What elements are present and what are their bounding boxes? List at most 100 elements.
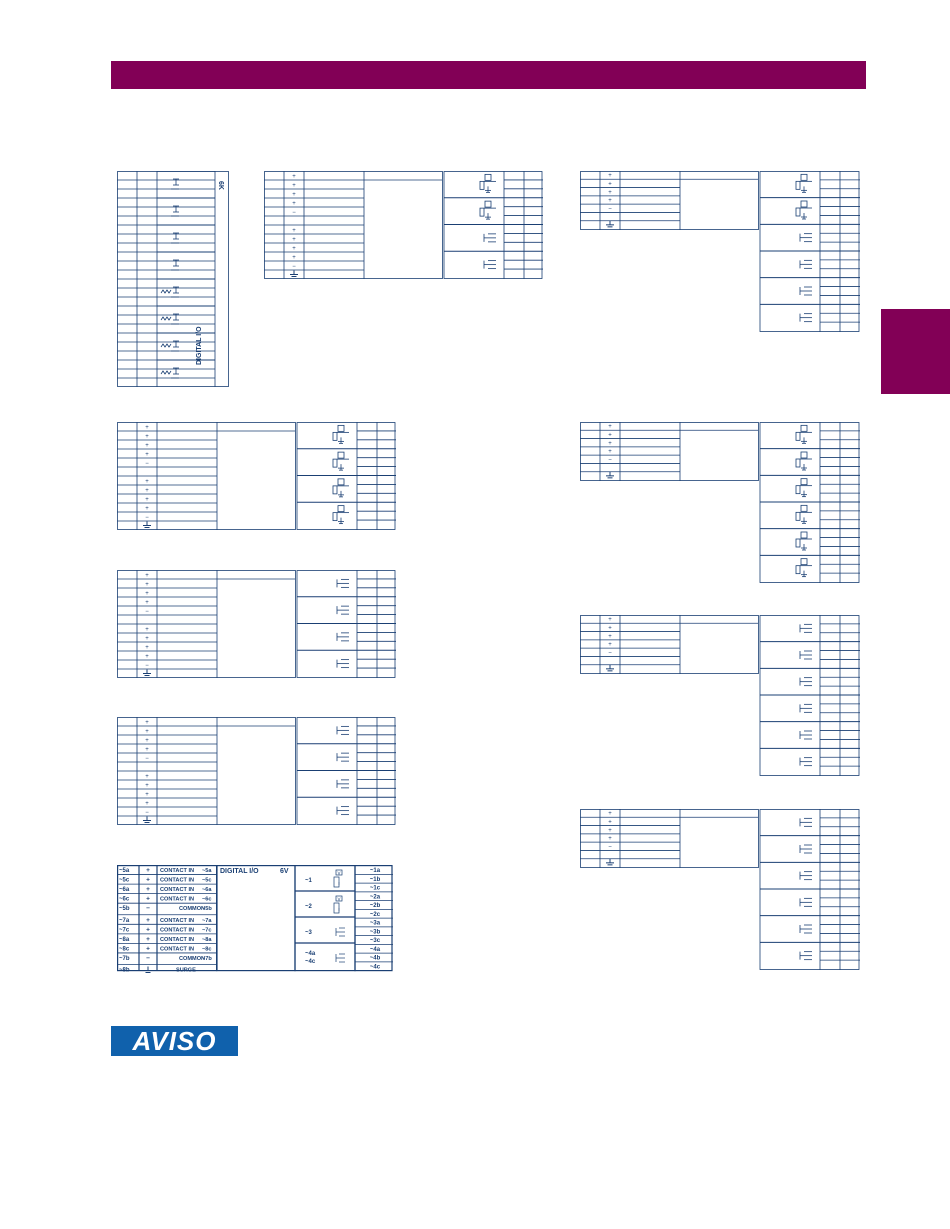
io-module-diagram: ++++−++++− <box>117 717 396 825</box>
6k-contact-symbol <box>171 232 179 244</box>
6v-polarity-sign: − <box>146 905 150 912</box>
terminal-polarity-sign: + <box>145 783 149 789</box>
module-6k-diagram: 6K DIGITAL I/O <box>117 171 229 387</box>
6v-terminal-id: ~6c <box>119 897 130 903</box>
6v-contact-label: COMMON <box>179 956 205 962</box>
relay-contact-symbol <box>799 233 812 243</box>
relay-contact-symbol <box>795 504 812 524</box>
io-module-svg: ++++−++++− <box>117 570 396 678</box>
relay-contact-symbol <box>799 951 812 961</box>
6v-terminal-id: ~8c <box>119 946 130 952</box>
6v-contact-ref: ~7b <box>202 956 212 962</box>
ground-icon <box>143 816 151 823</box>
6k-resistor-symbol <box>160 316 172 321</box>
terminal-polarity-sign: + <box>145 497 149 503</box>
terminal-polarity-sign: + <box>608 190 612 196</box>
terminal-polarity-sign: + <box>608 433 612 439</box>
terminal-polarity-sign: + <box>608 626 612 632</box>
terminal-polarity-sign: + <box>292 183 296 189</box>
terminal-polarity-sign: + <box>292 246 296 252</box>
6k-resistor-symbol <box>160 370 172 375</box>
relay-contact-symbol <box>332 451 349 471</box>
terminal-polarity-sign: + <box>145 654 149 660</box>
terminal-polarity-sign: + <box>145 738 149 744</box>
6v-polarity-sign: + <box>146 936 150 943</box>
terminal-polarity-sign: + <box>145 600 149 606</box>
6v-output-label: ~1 <box>305 878 313 884</box>
io-module-diagram: ++++− <box>580 615 860 776</box>
relay-contact-symbol <box>795 478 812 498</box>
io-module-diagram: ++++− <box>580 171 860 332</box>
terminal-polarity-sign: + <box>292 201 296 207</box>
terminal-polarity-sign: + <box>145 591 149 597</box>
relay-contact-symbol <box>483 233 496 243</box>
6v-contact-ref: ~5b <box>202 906 212 912</box>
terminal-polarity-sign: − <box>292 264 296 270</box>
6v-polarity-sign: + <box>146 945 150 952</box>
terminal-polarity-sign: + <box>292 174 296 180</box>
io-module-diagram: ++++− <box>580 809 860 970</box>
io-module-diagram: ++++−++++− <box>264 171 543 279</box>
6v-output-terminal-id: ~4c <box>370 964 381 970</box>
relay-contact-symbol <box>799 757 812 767</box>
terminal-polarity-sign: + <box>145 434 149 440</box>
6v-output-symbol <box>335 953 345 963</box>
6v-contact-label: CONTACT IN <box>160 887 194 893</box>
input-block <box>580 809 759 868</box>
6v-contact-label: CONTACT IN <box>160 868 194 874</box>
6v-contact-label: COMMON <box>179 906 205 912</box>
6v-voltage-monitor-label: V <box>337 871 340 876</box>
6v-polarity-sign: − <box>146 955 150 962</box>
6v-polarity-sign: + <box>146 926 150 933</box>
6v-output-terminal-id: ~1c <box>370 886 381 892</box>
6v-contact-label: CONTACT IN <box>160 946 194 952</box>
relay-contact-symbol <box>795 424 812 444</box>
io-module-svg: ++++−++++− <box>117 717 396 825</box>
terminal-polarity-sign: + <box>145 488 149 494</box>
relay-contact-symbol <box>336 632 349 642</box>
6v-polarity-sign: + <box>146 917 150 924</box>
relay-contact-symbol <box>336 605 349 615</box>
ground-icon <box>144 966 152 973</box>
terminal-polarity-sign: + <box>145 720 149 726</box>
relay-contact-symbol <box>332 505 349 525</box>
6k-contact-symbol <box>171 259 179 271</box>
6v-output-terminal-id: ~1a <box>370 868 381 874</box>
6v-output-label: ~3 <box>305 930 313 936</box>
relay-contact-symbol <box>799 844 812 854</box>
6v-contact-label: SURGE <box>176 968 196 974</box>
6v-current-monitor-label: I <box>338 881 339 886</box>
io-module-diagram: ++++− <box>580 422 860 583</box>
relay-contact-symbol <box>799 871 812 881</box>
terminal-polarity-sign: + <box>608 441 612 447</box>
ground-icon <box>290 270 298 277</box>
6v-terminal-id: ~8b <box>119 968 130 974</box>
6v-output-label: ~4a <box>305 951 316 957</box>
module-6v-code: 6V <box>280 868 289 875</box>
relay-contact-symbol <box>336 752 349 762</box>
6k-resistor-symbol <box>160 343 172 348</box>
6v-terminal-id: ~5c <box>119 878 130 884</box>
aviso-warning-label: AVISO <box>111 1026 238 1056</box>
6v-contact-ref: ~8c <box>202 946 212 952</box>
terminal-polarity-sign: − <box>145 515 149 521</box>
io-module-svg: ++++− <box>580 809 860 970</box>
terminal-polarity-sign: + <box>145 479 149 485</box>
relay-contact-symbol <box>336 725 349 735</box>
terminal-polarity-sign: + <box>145 747 149 753</box>
relay-contact-symbol <box>799 313 812 323</box>
terminal-polarity-sign: + <box>608 811 612 817</box>
terminal-polarity-sign: + <box>292 228 296 234</box>
relay-contact-symbol <box>336 659 349 669</box>
6v-output-terminal-id: ~3b <box>370 929 381 935</box>
relay-contact-symbol <box>336 806 349 816</box>
ground-icon <box>606 220 614 228</box>
terminal-polarity-sign: − <box>608 650 612 656</box>
terminal-polarity-sign: + <box>145 506 149 512</box>
terminal-polarity-sign: + <box>145 425 149 431</box>
module-6v-diagram: ~5a+CONTACT IN~5a~5c+CONTACT IN~5c~6a+CO… <box>117 865 393 973</box>
terminal-polarity-sign: + <box>145 729 149 735</box>
relay-contact-symbol <box>336 578 349 588</box>
6v-contact-ref: ~6c <box>202 897 212 903</box>
terminal-polarity-sign: + <box>145 774 149 780</box>
